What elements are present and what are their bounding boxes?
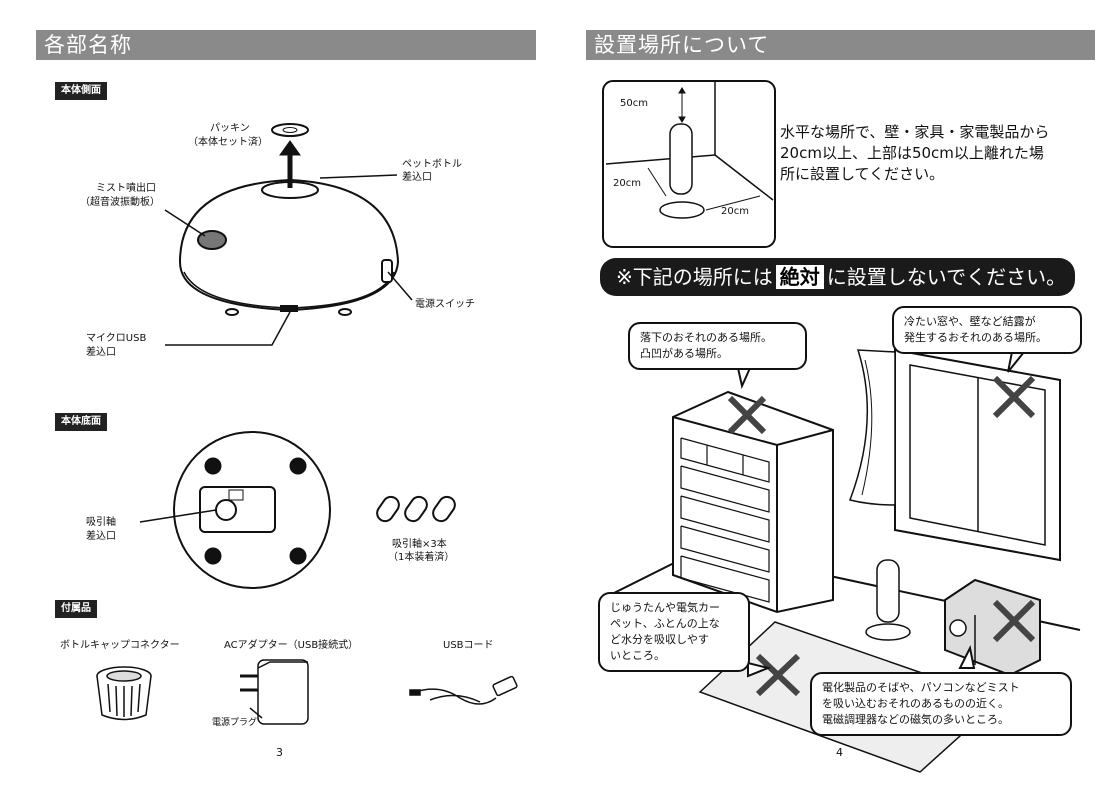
dim-left: 20cm: [613, 178, 641, 189]
instruction-line: 所に設置してください。: [780, 165, 945, 183]
label-micro-usb-2: 差込口: [86, 347, 116, 358]
label-bottle-inlet-2: 差込口: [402, 172, 432, 183]
tag-bottom-view: 本体底面: [55, 413, 107, 431]
callout-line: じゅうたんや電気カー: [610, 601, 720, 614]
callout-line: 落下のおそれのある場所。: [640, 331, 772, 344]
callout-line: 発生するおそれのある場所。: [904, 331, 1047, 344]
label-usb-cord: USBコード: [443, 640, 494, 651]
label-ac-adapter: ACアダプター（USB接続式）: [224, 640, 359, 651]
instruction-line: 20cm以上、上部は50cm以上離れた場: [780, 144, 1044, 162]
callout-fall-risk: 落下のおそれのある場所。 凸凹がある場所。: [628, 322, 807, 370]
instruction-line: 水平な場所で、壁・家具・家電製品から: [780, 123, 1050, 141]
label-mist-outlet-note: （超音波振動板）: [80, 197, 160, 208]
callout-line: 電磁調理器などの磁気の多いところ。: [822, 713, 1009, 726]
dim-right: 20cm: [721, 206, 749, 217]
label-packing-note: （本体セット済）: [188, 137, 268, 148]
ac-adapter-illustration: [240, 659, 309, 725]
callout-line: ペット、ふとんの上な: [610, 617, 720, 630]
label-packing: パッキン: [210, 123, 250, 134]
section-header-parts: 各部名称: [36, 30, 536, 60]
dim-top: 50cm: [620, 98, 648, 109]
section-header-installation: 設置場所について: [586, 30, 1095, 60]
usb-cable-illustration: [409, 675, 518, 705]
page-number-left: 3: [276, 746, 283, 759]
callout-line: 冷たい窓や、壁など結露が: [904, 315, 1036, 328]
label-power-switch: 電源スイッチ: [415, 299, 475, 310]
callout-line: 凸凹がある場所。: [640, 347, 728, 360]
label-mist-outlet: ミスト噴出口: [96, 183, 156, 194]
callout-carpet: じゅうたんや電気カー ペット、ふとんの上な ど水分を吸収しやす いところ。: [598, 592, 750, 672]
callout-line: 電化製品のそばや、パソコンなどミスト: [822, 681, 1020, 694]
banner-text-after: に設置しないでください。: [826, 265, 1067, 289]
bottle-cap-connector-illustration: [96, 666, 152, 721]
clearance-diagram: [602, 80, 776, 248]
label-bottle-inlet: ペットボトル: [402, 159, 462, 170]
warning-banner: ※下記の場所には絶対に設置しないでください。: [600, 258, 1075, 296]
label-wicks-count: 吸引軸×3本: [392, 539, 447, 550]
banner-text-before: ※下記の場所には: [616, 265, 773, 289]
callout-appliances: 電化製品のそばや、パソコンなどミスト を吸い込むおそれのあるものの近く。 電磁調…: [810, 672, 1072, 736]
wick-sticks-illustration: [376, 495, 456, 523]
packing-illustration: [271, 123, 309, 188]
label-micro-usb: マイクロUSB: [86, 333, 147, 344]
banner-emphasis: 絶対: [775, 265, 824, 289]
label-power-plug: 電源プラグ: [212, 718, 258, 728]
label-wick-inlet: 吸引軸: [86, 517, 116, 528]
label-wicks-note: （1本装着済）: [388, 552, 455, 563]
tag-side-view: 本体側面: [55, 82, 107, 100]
humidifier-side-illustration: [178, 178, 400, 316]
label-wick-inlet-2: 差込口: [86, 531, 116, 542]
callout-condensation: 冷たい窓や、壁など結露が 発生するおそれのある場所。: [892, 306, 1082, 354]
installation-instructions: 水平な場所で、壁・家具・家電製品から 20cm以上、上部は50cm以上離れた場 …: [780, 122, 1049, 185]
page-number-right: 4: [836, 746, 843, 759]
tag-accessories: 付属品: [55, 600, 97, 618]
humidifier-bottom-illustration: [139, 431, 331, 589]
callout-line: を吸い込むおそれのあるものの近く。: [822, 697, 1009, 710]
callout-line: いところ。: [610, 649, 665, 662]
callout-line: ど水分を吸収しやす: [610, 633, 709, 646]
label-bottle-cap-connector: ボトルキャップコネクター: [60, 640, 180, 651]
